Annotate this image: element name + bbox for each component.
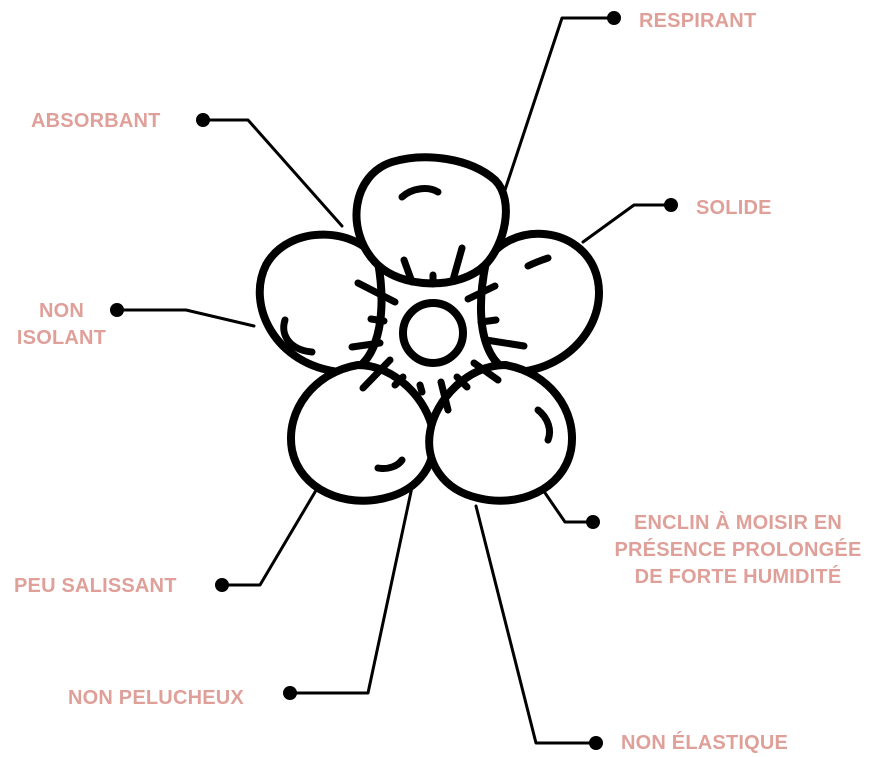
flower-center [403,303,463,363]
connector-enclin [543,490,593,522]
label-non-elastique: NON ÉLASTIQUE [621,730,788,757]
flower-icon [260,157,599,500]
label-non-isolant: NON ISOLANT [9,298,114,352]
dot-non-pelucheux [283,686,297,700]
connector-non-elastique [476,506,596,743]
petal-right [481,234,599,372]
label-respirant: RESPIRANT [639,8,756,35]
label-enclin: ENCLIN À MOISIR EN PRÉSENCE PROLONGÉE DE… [600,510,876,591]
connector-respirant [505,18,614,190]
dot-solide [664,198,678,212]
connector-solide [583,205,671,242]
dot-enclin [586,515,600,529]
label-solide: SOLIDE [696,195,772,222]
connector-absorbant [203,120,342,226]
dot-respirant [607,11,621,25]
connector-non-isolant [117,310,254,326]
label-non-pelucheux: NON PELUCHEUX [68,685,244,712]
connector-peu-salissant [222,487,318,585]
label-absorbant: ABSORBANT [31,108,161,135]
dot-peu-salissant [215,578,229,592]
dot-absorbant [196,113,210,127]
connector-non-pelucheux [290,487,412,693]
petal-top [356,157,505,283]
label-peu-salissant: PEU SALISSANT [14,573,177,600]
dot-non-elastique [589,736,603,750]
petal-left [260,235,382,373]
